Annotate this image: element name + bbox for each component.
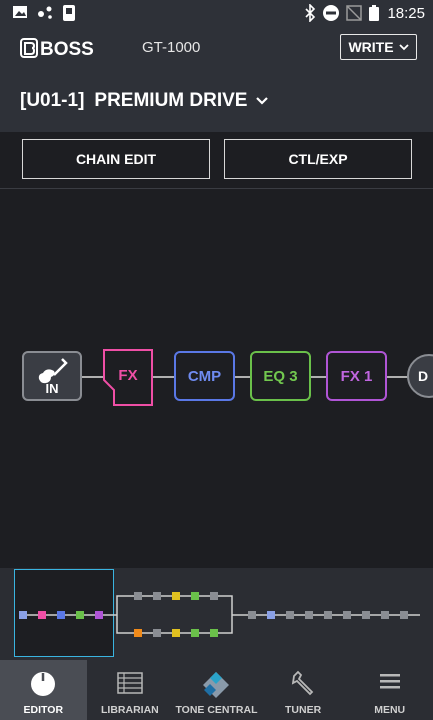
write-button-label: WRITE xyxy=(348,39,394,55)
ctl-exp-button[interactable]: CTL/EXP xyxy=(224,139,412,179)
status-bar: 18:25 xyxy=(0,0,433,26)
assistant-notification-icon xyxy=(38,6,52,19)
patch-selector[interactable]: [U01-1] PREMIUM DRIVE xyxy=(20,90,269,112)
fx-block[interactable]: FX xyxy=(103,349,155,412)
nav-tuner-label: TUNER xyxy=(284,704,322,716)
next-block[interactable]: D xyxy=(407,354,433,398)
eq3-block[interactable]: EQ 3 xyxy=(250,351,311,401)
input-label: IN xyxy=(45,381,59,396)
chain-edit-button[interactable]: CHAIN EDIT xyxy=(22,139,210,179)
nav-tone-central-label: TONE CENTRAL xyxy=(175,704,258,716)
nav-editor[interactable]: EDITOR xyxy=(0,660,87,720)
tone-central-icon xyxy=(203,672,230,698)
do-not-disturb-icon xyxy=(323,5,339,21)
guitar-icon xyxy=(38,358,68,384)
overview-map xyxy=(19,592,420,637)
nav-librarian[interactable]: LIBRARIAN xyxy=(87,660,174,720)
app-header: BOSS GT-1000 WRITE [U01-1] PREMIUM DRIVE xyxy=(0,26,433,132)
tuner-wrench-icon xyxy=(291,670,314,696)
chevron-down-icon xyxy=(256,97,269,105)
nav-menu[interactable]: MENU xyxy=(346,660,433,720)
device-model: GT-1000 xyxy=(142,39,201,56)
boss-logo: BOSS xyxy=(20,38,94,58)
chevron-down-icon xyxy=(398,44,409,51)
brand-text: BOSS xyxy=(40,39,94,58)
bottom-nav: EDITOR LIBRARIAN TONE CENTRAL TUNER xyxy=(0,660,433,720)
edit-toolbar: CHAIN EDIT CTL/EXP xyxy=(0,132,433,189)
patch-number: [U01-1] xyxy=(20,90,85,111)
download-notification-icon xyxy=(63,5,75,21)
bluetooth-icon xyxy=(305,4,316,22)
next-block-label: D xyxy=(418,368,429,384)
nav-menu-label: MENU xyxy=(374,704,406,716)
patch-name: PREMIUM DRIVE xyxy=(94,90,248,111)
librarian-list-icon xyxy=(117,672,143,694)
fx-block-shape xyxy=(103,349,153,406)
menu-icon xyxy=(379,674,400,689)
status-time: 18:25 xyxy=(387,5,425,22)
fx1-block[interactable]: FX 1 xyxy=(326,351,387,401)
write-button[interactable]: WRITE xyxy=(340,34,417,60)
chain-overview[interactable] xyxy=(0,568,433,660)
fx-block-label: FX xyxy=(118,367,138,384)
input-block[interactable]: IN xyxy=(22,351,82,401)
no-signal-icon xyxy=(346,5,362,21)
effect-chain-view: IN FX CMP EQ 3 FX 1 D xyxy=(0,189,433,568)
battery-icon xyxy=(369,5,379,21)
editor-knob-icon xyxy=(31,672,56,696)
image-notification-icon xyxy=(13,6,27,18)
nav-tone-central[interactable]: TONE CENTRAL xyxy=(173,660,260,720)
nav-librarian-label: LIBRARIAN xyxy=(101,704,159,716)
nav-editor-label: EDITOR xyxy=(23,704,64,716)
nav-tuner[interactable]: TUNER xyxy=(260,660,347,720)
cmp-block[interactable]: CMP xyxy=(174,351,235,401)
